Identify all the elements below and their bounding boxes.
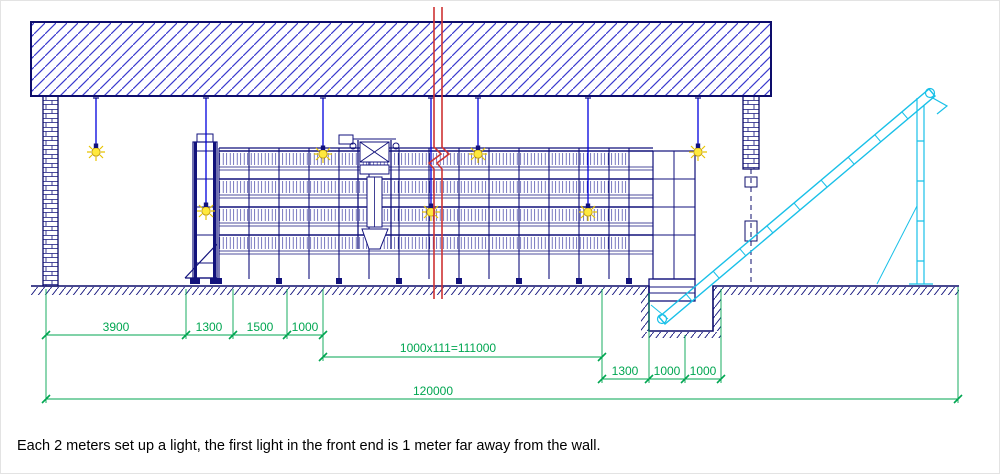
dim-label: 1000 [654, 364, 681, 378]
dim-label: 1000 [690, 364, 717, 378]
ground-hatch [713, 287, 959, 295]
break-line [427, 7, 451, 299]
end-unit [648, 150, 696, 302]
pit-wall-hatch [713, 287, 721, 331]
dimension-lines [46, 334, 958, 400]
cage-feet [216, 278, 632, 284]
dimension-labels: 3900 1300 1500 1000 1000x111=111000 1300… [103, 320, 717, 398]
dim-label-total-cages: 1000x111=111000 [400, 341, 497, 355]
dimensions-group [41, 287, 963, 404]
feed-hopper [338, 134, 400, 250]
roof-section [30, 21, 772, 97]
conveyor-post [909, 98, 933, 285]
lights-group [86, 97, 708, 222]
ground-hatch [31, 287, 649, 295]
pit-wall-hatch [641, 287, 649, 331]
extension-lines [45, 287, 959, 403]
dim-label: 1300 [196, 320, 223, 334]
conveyor-brace [876, 205, 918, 285]
dim-label-overall-length: 120000 [413, 384, 453, 398]
pulley-icon [392, 142, 400, 150]
light-cords [95, 98, 699, 206]
note-text: Each 2 meters set up a light, the first … [17, 438, 601, 454]
brick-wall-left [42, 95, 59, 287]
light-bulb-icon [688, 142, 708, 162]
discharge-chute [930, 96, 949, 115]
inclined-conveyor [650, 87, 949, 325]
wall-right [742, 95, 760, 284]
dim-label: 3900 [103, 320, 130, 334]
head-pulley-icon [924, 87, 936, 99]
manure-cross-conveyor [648, 278, 696, 302]
light-bulb-icon [86, 142, 106, 162]
pit-floor-hatch [641, 332, 721, 338]
dim-label: 1300 [612, 364, 639, 378]
dim-label: 1500 [247, 320, 274, 334]
dim-label: 1000 [292, 320, 319, 334]
dimension-ticks [41, 330, 963, 404]
support-brace [184, 243, 218, 279]
drive-unit [338, 134, 354, 145]
tail-pulley-icon [656, 313, 668, 325]
battery-cage-rows [216, 147, 653, 284]
ground-line [31, 285, 959, 338]
light-bulb-icon [196, 201, 216, 221]
